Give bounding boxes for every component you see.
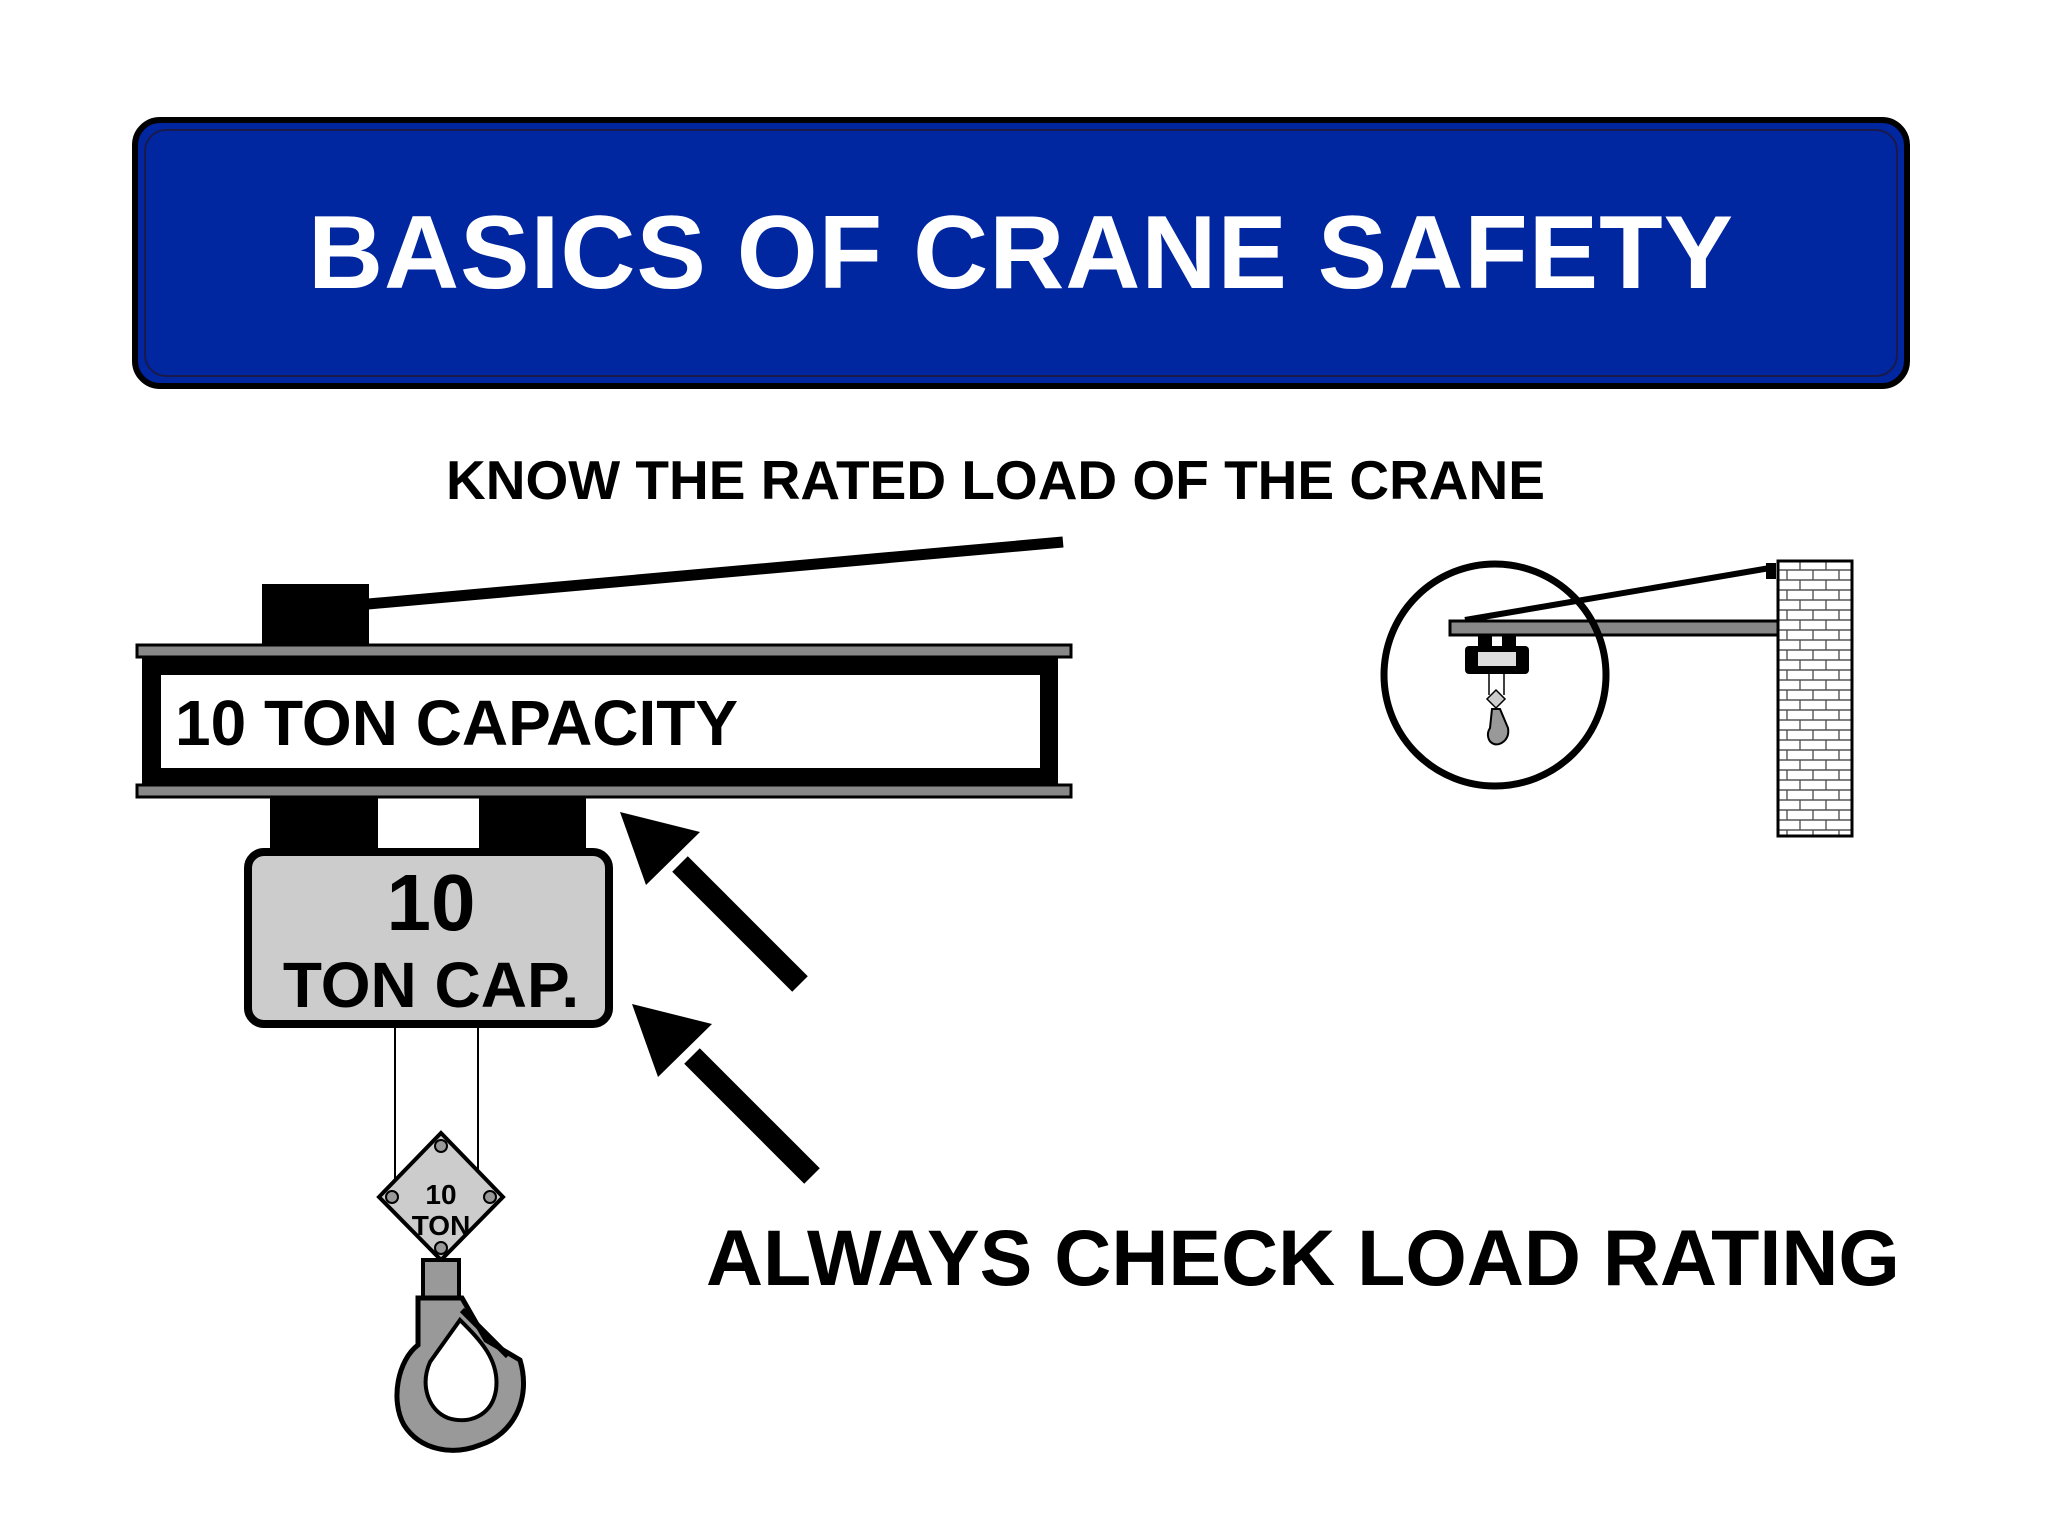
hoist-icon: 10 TON CAP. [244,797,613,1185]
arrow-icon [632,1004,820,1184]
capacity-sign-text: 10 TON CAPACITY [175,687,738,759]
brick-wall-icon [1776,559,1854,838]
hook-icon: 10 TON [376,1130,526,1453]
crane-beam-icon: 10 TON CAPACITY [135,536,1073,799]
page-title: BASICS OF CRANE SAFETY [307,194,1735,311]
callout-text: ALWAYS CHECK LOAD RATING [706,1213,1900,1302]
banner-inner-border [144,129,1898,377]
subtitle: KNOW THE RATED LOAD OF THE CRANE [446,449,1545,511]
title-banner: BASICS OF CRANE SAFETY [132,117,1910,389]
jib-crane-icon [1380,559,1854,838]
hoist-plate-number: 10 [387,858,476,947]
hook-tag-unit: TON [412,1210,471,1241]
arrow-icon [620,812,808,992]
hook-tag-number: 10 [425,1179,456,1210]
hoist-plate-text: TON CAP. [283,949,579,1021]
